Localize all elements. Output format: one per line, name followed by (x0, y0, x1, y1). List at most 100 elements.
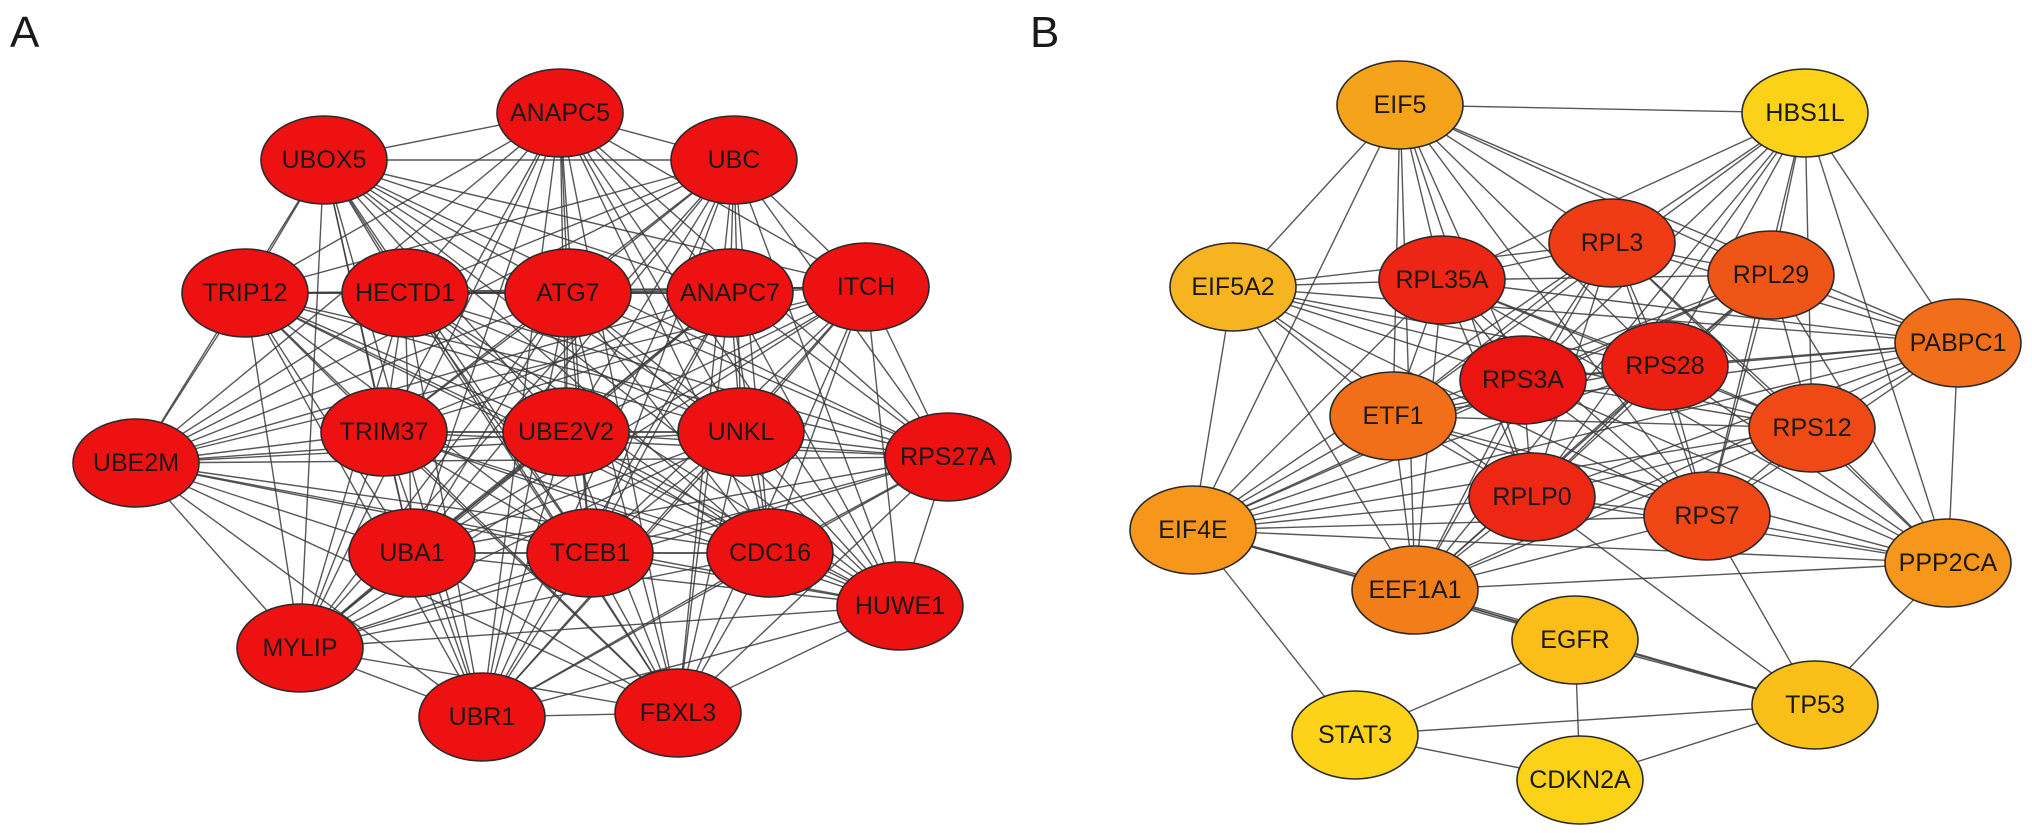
node-label: RPLP0 (1492, 483, 1571, 511)
node-hectd1[interactable]: HECTD1 (341, 248, 469, 338)
node-ellipse (418, 672, 546, 762)
edge-trip12-fbxl3 (244, 292, 679, 714)
node-label: HUWE1 (855, 592, 945, 620)
node-stat3[interactable]: STAT3 (1291, 690, 1419, 780)
node-ellipse (706, 508, 834, 598)
node-rps27a[interactable]: RPS27A (884, 412, 1012, 502)
node-ellipse (504, 248, 632, 338)
edge-rps3a-eif4e (1192, 379, 1524, 531)
node-label: ATG7 (536, 279, 599, 307)
node-rps7[interactable]: RPS7 (1643, 471, 1771, 561)
node-pabpc1[interactable]: PABPC1 (1894, 298, 2022, 388)
node-label: RPS12 (1772, 414, 1851, 442)
node-ellipse (1741, 68, 1869, 158)
edge-eif5-rps7 (1399, 104, 1708, 517)
node-ellipse (1378, 235, 1506, 325)
node-huwe1[interactable]: HUWE1 (836, 561, 964, 651)
node-eif5[interactable]: EIF5 (1336, 60, 1464, 150)
edge-anapc5-huwe1 (559, 112, 901, 607)
node-rpl29[interactable]: RPL29 (1707, 230, 1835, 320)
edge-ubc-ube2v2 (565, 159, 735, 433)
node-eif5a2[interactable]: EIF5A2 (1169, 242, 1297, 332)
node-trim37[interactable]: TRIM37 (320, 387, 448, 477)
node-ubr1[interactable]: UBR1 (418, 672, 546, 762)
node-ellipse (884, 412, 1012, 502)
node-label: CDC16 (729, 539, 811, 567)
node-label: TRIM37 (340, 418, 429, 446)
node-mylip[interactable]: MYLIP (236, 603, 364, 693)
node-rps12[interactable]: RPS12 (1748, 383, 1876, 473)
edge-eif5-eef1a1 (1399, 104, 1416, 591)
edge-tp53-stat3 (1354, 704, 1816, 736)
node-rpl35a[interactable]: RPL35A (1378, 235, 1506, 325)
node-etf1[interactable]: ETF1 (1329, 371, 1457, 461)
node-label: ANAPC5 (510, 99, 610, 127)
edge-itch-uba1 (411, 286, 867, 554)
node-trip12[interactable]: TRIP12 (181, 248, 309, 338)
node-anapc5[interactable]: ANAPC5 (496, 68, 624, 158)
edge-anapc5-cdc16 (559, 112, 771, 554)
node-ppp2ca[interactable]: PPP2CA (1884, 518, 2012, 608)
edge-rps27a-ubr1 (481, 456, 949, 718)
node-ube2v2[interactable]: UBE2V2 (502, 387, 630, 477)
node-ellipse (1336, 60, 1464, 150)
edge-ubc-tceb1 (589, 159, 735, 554)
edge-atg7-rps27a (567, 292, 949, 458)
node-ellipse (1511, 595, 1639, 685)
node-unkl[interactable]: UNKL (677, 387, 805, 477)
node-ellipse (181, 248, 309, 338)
node-ubc[interactable]: UBC (670, 115, 798, 205)
node-label: ANAPC7 (680, 279, 780, 307)
node-ellipse (1468, 452, 1596, 542)
node-ellipse (666, 248, 794, 338)
node-rplp0[interactable]: RPLP0 (1468, 452, 1596, 542)
node-ubox5[interactable]: UBOX5 (260, 115, 388, 205)
edge-hbs1l-rpl35a (1441, 112, 1806, 281)
node-ellipse (236, 603, 364, 693)
node-hbs1l[interactable]: HBS1L (1741, 68, 1869, 158)
node-ellipse (496, 68, 624, 158)
node-label: UBOX5 (282, 146, 367, 174)
node-ellipse (836, 561, 964, 651)
node-rps3a[interactable]: RPS3A (1459, 335, 1587, 425)
edge-hectd1-tceb1 (404, 292, 591, 554)
node-eif4e[interactable]: EIF4E (1129, 485, 1257, 575)
node-itch[interactable]: ITCH (802, 242, 930, 332)
node-anapc7[interactable]: ANAPC7 (666, 248, 794, 338)
node-label: EEF1A1 (1368, 576, 1461, 604)
node-atg7[interactable]: ATG7 (504, 248, 632, 338)
edge-ube2m-ubr1 (135, 462, 483, 718)
node-ellipse (72, 418, 200, 508)
node-ellipse (1548, 198, 1676, 288)
node-ellipse (802, 242, 930, 332)
node-tceb1[interactable]: TCEB1 (526, 508, 654, 598)
node-egfr[interactable]: EGFR (1511, 595, 1639, 685)
node-rpl3[interactable]: RPL3 (1548, 198, 1676, 288)
node-eef1a1[interactable]: EEF1A1 (1351, 545, 1479, 635)
edge-eif5a2-pabpc1 (1232, 286, 1959, 344)
edge-ubox5-anapc7 (323, 159, 731, 294)
node-tp53[interactable]: TP53 (1751, 660, 1879, 750)
node-cdkn2a[interactable]: CDKN2A (1516, 735, 1644, 825)
edge-hectd1-rps27a (404, 292, 949, 458)
node-uba1[interactable]: UBA1 (348, 508, 476, 598)
edge-rpl35a-pabpc1 (1441, 279, 1959, 344)
node-fbxl3[interactable]: FBXL3 (614, 668, 742, 758)
node-ellipse (1894, 298, 2022, 388)
node-ellipse (1129, 485, 1257, 575)
node-ellipse (1748, 383, 1876, 473)
edge-trim37-rps27a (383, 431, 949, 458)
edge-anapc7-mylip (299, 292, 731, 649)
edge-eif4e-ppp2ca (1192, 529, 1949, 564)
node-ellipse (1169, 242, 1297, 332)
node-ellipse (526, 508, 654, 598)
edge-atg7-ube2m (135, 292, 569, 464)
node-cdc16[interactable]: CDC16 (706, 508, 834, 598)
node-rps28[interactable]: RPS28 (1601, 321, 1729, 411)
node-label: ITCH (837, 273, 895, 301)
node-ellipse (614, 668, 742, 758)
node-ellipse (677, 387, 805, 477)
node-ube2m[interactable]: UBE2M (72, 418, 200, 508)
